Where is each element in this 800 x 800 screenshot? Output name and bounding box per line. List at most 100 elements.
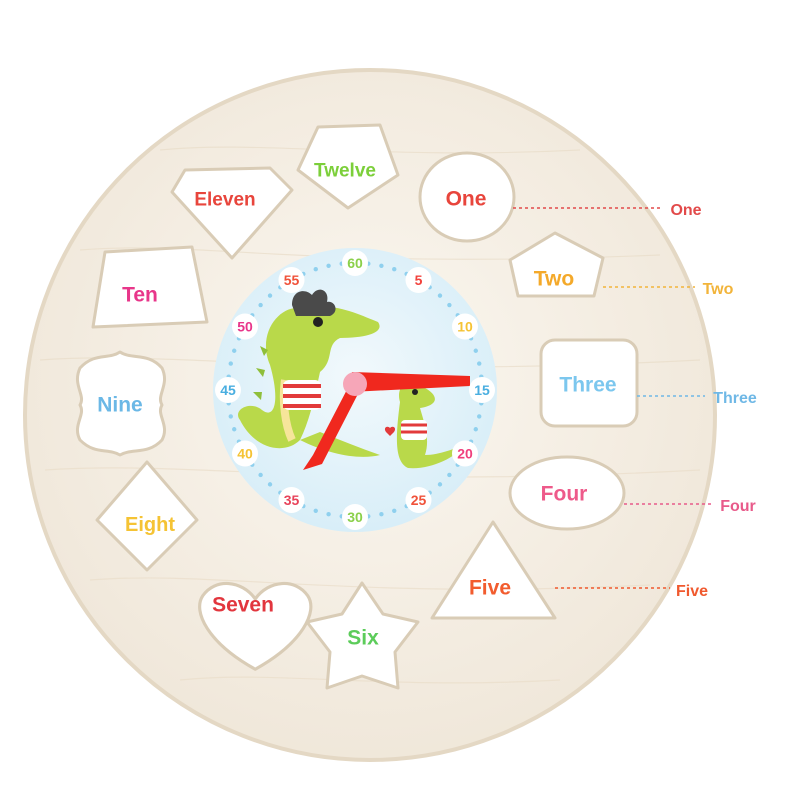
croc-hair: [292, 289, 336, 316]
minute-label: 55: [284, 272, 300, 288]
pentagon-cutout: [296, 123, 400, 210]
minute-dot: [477, 361, 482, 366]
minute-bubble: [278, 267, 305, 294]
rounded-square-cutout: [539, 338, 639, 428]
minute-dot: [232, 427, 237, 432]
oval-cutout: [508, 455, 626, 531]
minute-label: 40: [237, 446, 253, 462]
minute-bubble: [405, 486, 432, 513]
hour-label-one: One: [446, 187, 487, 210]
hour-label-twelve: Twelve: [314, 161, 376, 182]
croc-eye: [313, 317, 323, 327]
minute-dot: [379, 263, 384, 268]
minute-marker-45: 45: [215, 377, 241, 403]
minute-dot: [392, 508, 397, 513]
minute-label: 25: [411, 492, 427, 508]
minute-hand: [350, 372, 470, 392]
callout-three: Three: [713, 390, 757, 407]
hour-label-ten: Ten: [122, 283, 158, 306]
hour-label-eleven: Eleven: [194, 190, 255, 211]
heart-cutout: [198, 581, 313, 671]
minute-dot: [392, 267, 397, 272]
gem-cutout: [170, 166, 294, 260]
small-crocodile: [396, 382, 465, 469]
star-cutout: [305, 581, 420, 690]
minute-dot: [326, 512, 331, 517]
big-crocodile: [238, 306, 380, 449]
callout-five: Five: [676, 583, 708, 600]
minute-dot: [258, 472, 263, 478]
minute-bubble: [405, 267, 432, 294]
minute-marker-60: 60: [342, 250, 368, 276]
hour-hand: [303, 380, 360, 470]
minute-dot: [228, 361, 233, 366]
minute-marker-25: 25: [405, 486, 432, 513]
crocodile-illustration: [238, 289, 465, 469]
croc-tail: [300, 432, 380, 457]
minute-label: 60: [347, 255, 363, 271]
minute-marker-20: 20: [451, 440, 478, 467]
hour-labels: TwelveOneTwoThreeFourFiveSixSevenEightNi…: [97, 161, 616, 650]
hour-label-nine: Nine: [97, 393, 143, 416]
minute-bubble: [232, 440, 259, 467]
minute-label: 45: [220, 382, 236, 398]
minute-dot: [437, 293, 443, 298]
minute-dot: [473, 348, 478, 353]
minute-dot: [473, 427, 478, 432]
callout-one: One: [670, 202, 701, 219]
minute-dot: [258, 302, 263, 308]
minute-label: 50: [237, 319, 253, 335]
minute-marker-15: 15: [469, 377, 495, 403]
trapezoid-cutout: [91, 245, 209, 329]
hour-label-three: Three: [559, 373, 616, 396]
minute-dot: [437, 482, 443, 487]
minute-dot: [313, 267, 318, 272]
croc-spikes: [253, 346, 268, 400]
callout-four: Four: [720, 498, 756, 515]
minute-bubble: [451, 440, 478, 467]
minute-marker-40: 40: [232, 440, 259, 467]
minute-marker-30: 30: [342, 504, 368, 530]
minute-labels: 60 5 10 15 20 25 30 35 40 45 50 55: [215, 250, 495, 530]
minute-marker-55: 55: [278, 267, 305, 294]
minute-bubble: [232, 313, 259, 340]
minute-bubble: [469, 377, 495, 403]
minute-dot: [267, 293, 273, 298]
minute-bubble: [342, 250, 368, 276]
minute-marker-35: 35: [278, 486, 305, 513]
minute-dot: [267, 482, 273, 487]
minute-dot: [477, 414, 482, 419]
minute-dot: [232, 348, 237, 353]
callout-two: Two: [703, 281, 734, 298]
minute-bubble: [278, 486, 305, 513]
circle-cutout: [418, 151, 516, 243]
minute-label: 5: [415, 272, 423, 288]
minute-dot: [447, 472, 452, 478]
cross-cutout: [75, 350, 167, 457]
heart-icon: [384, 426, 396, 436]
croc-shirt-stripes: [283, 384, 321, 408]
minute-label: 35: [284, 492, 300, 508]
small-croc-eye: [412, 389, 418, 395]
hour-label-five: Five: [469, 576, 511, 599]
hour-label-two: Two: [534, 267, 574, 290]
hour-label-seven: Seven: [212, 593, 274, 616]
diamond-cutout: [95, 460, 199, 572]
small-croc-shirt-stripes: [401, 423, 427, 434]
pentagon-up-cutout: [508, 231, 605, 298]
minute-label: 10: [457, 319, 473, 335]
minute-marker-50: 50: [232, 313, 259, 340]
minute-bubble: [342, 504, 368, 530]
minute-bubble: [451, 313, 478, 340]
minute-dot: [447, 302, 452, 308]
triangle-cutout: [430, 520, 557, 620]
minute-marker-10: 10: [451, 313, 478, 340]
minute-label: 30: [347, 509, 363, 525]
minute-marker-5: 5: [405, 267, 432, 294]
hour-label-six: Six: [347, 626, 379, 649]
callout-lines: [513, 207, 714, 589]
clock-hands: [303, 372, 470, 470]
hour-cutouts: [75, 123, 639, 690]
